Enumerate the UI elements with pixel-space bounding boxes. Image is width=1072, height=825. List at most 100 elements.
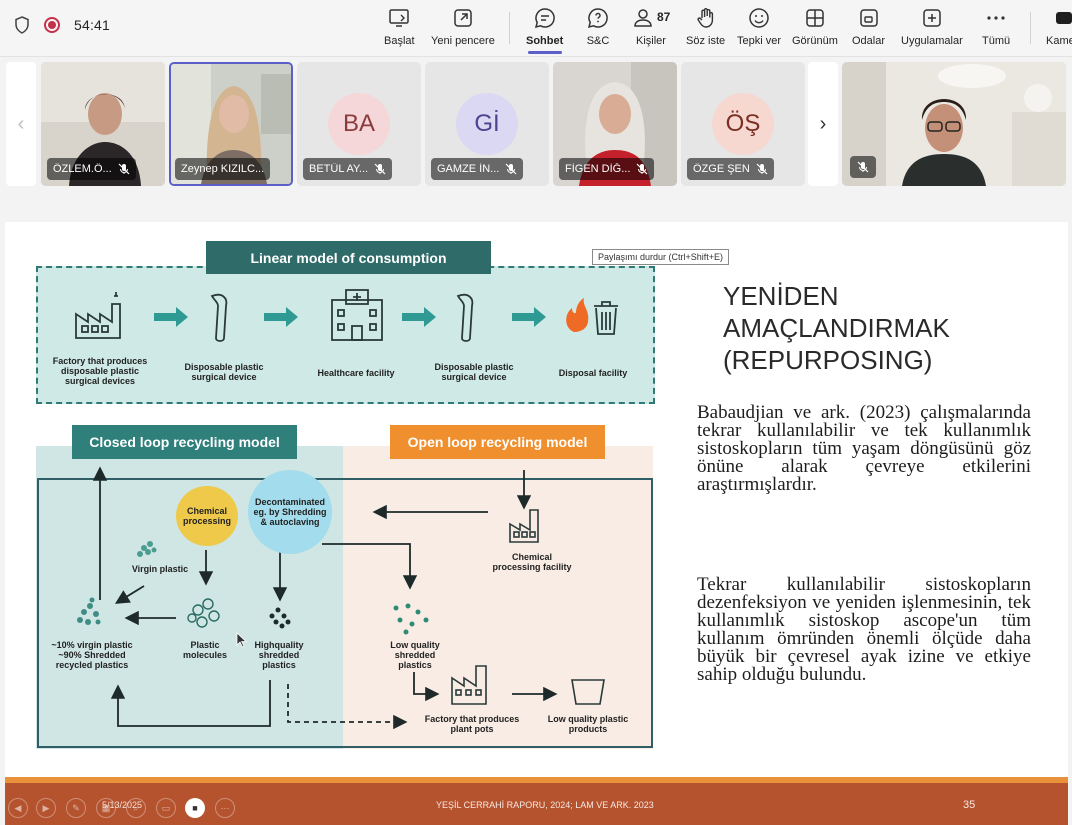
more-options-button[interactable]: ⋯ [215,798,235,818]
flow-lines [92,466,558,730]
plant-pot-factory-icon [451,665,487,705]
add-app-icon [923,9,941,27]
plant-pot-icon [571,679,605,705]
qa-icon [587,8,608,29]
chemical-facility-label: Chemical processing facility [492,552,572,572]
arrow-left-icon: ◀ [14,802,22,813]
previous-slide-button[interactable]: ◀ [8,798,28,818]
mixed-plastic-label: ~10% virgin plastic ~90% Shredded recycl… [51,640,133,670]
participant-tile[interactable]: ÖZLEM.Ö... [41,62,165,186]
gallery-next-button[interactable]: › [808,62,838,186]
start-button[interactable]: Başlat [384,6,415,54]
chemical-facility-icon [509,509,539,543]
all-slides-button[interactable]: ▦ [96,798,116,818]
slide-number: 35 [963,799,976,811]
participant-tile[interactable]: FİGEN DİĞ... [553,62,677,186]
react-button[interactable]: Tepki ver [737,6,781,54]
slide-footer [5,783,1068,825]
emoji-icon [749,8,769,28]
linear-step-label: Disposal facility [558,368,628,378]
qa-label: S&C [586,35,610,47]
participant-count: 87 [657,10,671,24]
participant-name-pill: BETÜL AY... [303,158,393,180]
apps-button[interactable]: Uygulamalar [901,6,963,54]
participant-tile[interactable]: Gİ GAMZE İN... [425,62,549,186]
qa-button[interactable]: S&C [586,6,610,54]
rooms-button[interactable]: Odalar [852,6,885,54]
mouse-cursor-icon [236,632,248,648]
shredded-plastic-icon [269,607,291,629]
loop-border [37,478,653,748]
surgical-device-icon [456,293,474,342]
people-label: Kişiler [636,35,666,47]
linear-step-label: Factory that produces disposable plastic… [52,356,148,386]
slide-paragraph: Tekrar kullanılabilir sistoskopların dez… [697,574,1031,685]
chat-label: Sohbet [526,35,564,47]
more-label: Tümü [982,35,1011,47]
linear-step-label: Healthcare facility [317,368,395,378]
camera-button[interactable]: Kame [1046,6,1072,54]
mic-off-icon [118,163,130,175]
react-label: Tepki ver [737,35,782,47]
zoom-button[interactable]: ⌕ [126,798,146,818]
low-quality-products-label: Low quality plastic products [547,714,629,734]
meeting-timer: 54:41 [74,17,111,33]
more-icon: ⋯ [220,802,230,813]
people-button[interactable]: 87 Kişiler [634,6,670,54]
linear-model-graphics [75,289,618,342]
gallery-prev-button[interactable]: ‹ [6,62,36,186]
factory-icon [75,292,121,339]
participant-name: BETÜL AY... [309,163,369,175]
mic-off-icon [374,163,386,175]
camera-toggle-button[interactable]: ■ [185,798,205,818]
rooms-icon [859,9,878,27]
mic-off-icon [857,161,869,173]
people-icon [634,9,652,27]
shield-icon [15,16,29,34]
avatar: Gİ [456,93,518,155]
slide-source: YEŞİL CERRAHİ RAPORU, 2024; LAM VE ARK. … [436,800,654,810]
avatar: BA [328,93,390,155]
meeting-toolbar: 54:41 Başlat Yeni pencere Sohbet S&C 87 … [0,0,1072,57]
participant-tile[interactable]: ÖŞ ÖZGE ŞEN [681,62,805,186]
chemical-processing-node: Chemical processing [176,486,238,546]
participant-name-pill: ÖZLEM.Ö... [47,158,136,180]
more-button[interactable]: Tümü [982,6,1010,54]
participant-tile[interactable]: BA BETÜL AY... [297,62,421,186]
hand-icon [697,8,713,28]
slide-date: 5/13/2025 [102,800,143,810]
next-slide-button[interactable]: ▶ [36,798,56,818]
participant-tile-selected[interactable]: Zeynep KIZILC... [169,62,293,186]
self-video [842,62,1066,186]
subtitles-button[interactable]: ▭ [156,798,176,818]
open-loop-title: Open loop recycling model [390,425,605,459]
meeting-status: 54:41 [14,16,110,34]
linear-model-title: Linear model of consumption [206,241,491,274]
rooms-label: Odalar [852,35,886,47]
toolbar-divider [1030,12,1031,44]
mixed-plastic-icon [77,597,101,625]
stop-sharing-tooltip: Paylaşımı durdur (Ctrl+Shift+E) [592,249,730,265]
mic-off-icon [636,163,648,175]
raise-hand-button[interactable]: Söz iste [686,6,725,54]
self-mic-status[interactable] [850,156,876,178]
fire-icon [566,298,589,332]
plant-pot-factory-label: Factory that produces plant pots [424,714,520,734]
decontamination-node: Decontaminated eg. by Shredding & autocl… [248,470,332,554]
grid-icon [806,9,824,27]
slide-paragraph: Babaudjian ve ark. (2023) çalışmalarında… [697,402,1031,495]
camera-label: Kame [1046,35,1072,47]
new-window-button[interactable]: Yeni pencere [431,6,495,54]
participant-name-pill: FİGEN DİĞ... [559,158,655,180]
share-screen-icon [389,9,410,27]
chat-button[interactable]: Sohbet [526,6,563,54]
linear-model-panel [36,266,655,404]
participant-name-pill: GAMZE İN... [431,158,524,180]
view-button[interactable]: Görünüm [792,6,838,54]
flow-arrows [154,307,546,327]
trash-icon [594,301,618,335]
pen-tool-button[interactable]: ✎ [66,798,86,818]
participant-name: ÖZLEM.Ö... [53,163,112,175]
self-video-tile[interactable] [842,62,1066,186]
